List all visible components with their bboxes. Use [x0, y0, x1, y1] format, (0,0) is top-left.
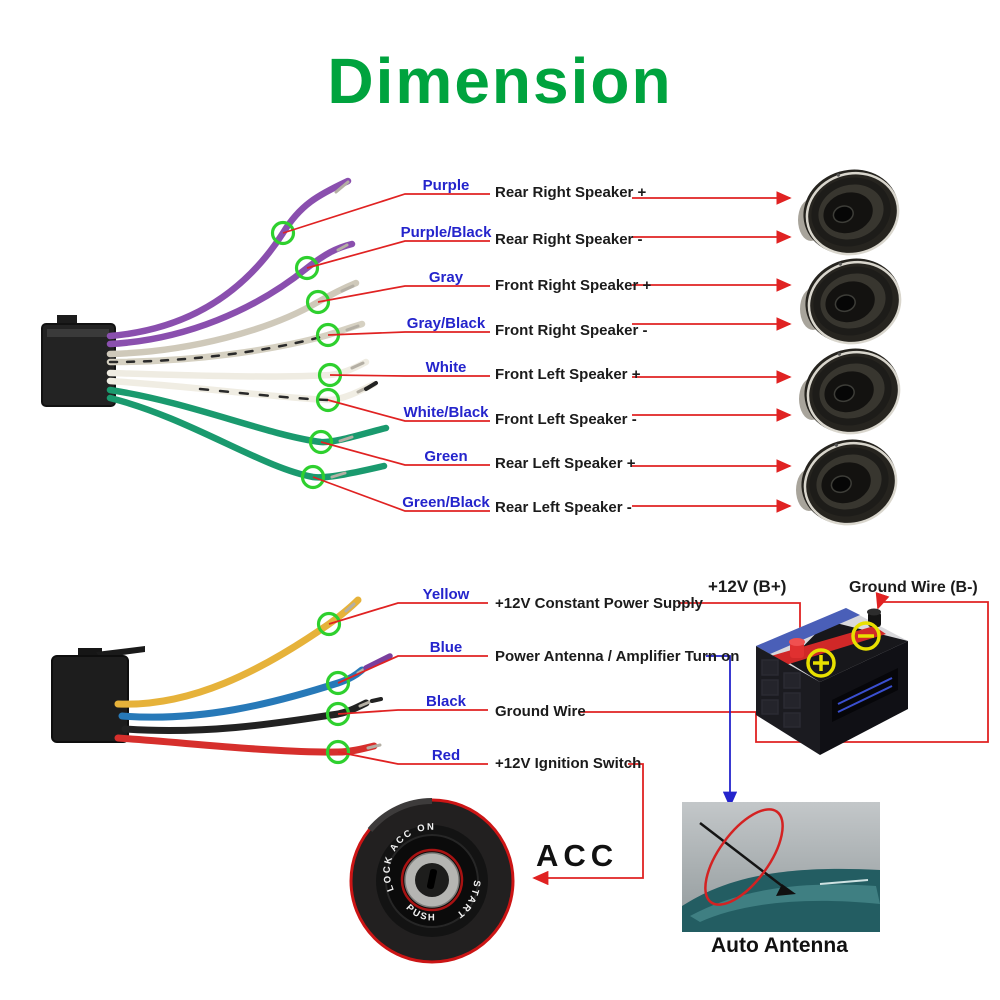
wire-color-label-gray-black: Gray/Black	[406, 315, 486, 332]
function-front-left-plus: Front Left Speaker +	[495, 366, 641, 383]
iso-connector-power	[51, 646, 145, 743]
wire-color-label-black: Black	[425, 693, 467, 710]
battery-polarity-marks	[806, 621, 881, 678]
speaker-front-right	[794, 246, 912, 356]
car-battery	[756, 608, 908, 755]
function-rear-right-minus: Rear Right Speaker -	[495, 231, 643, 248]
line-to-antenna	[706, 655, 738, 808]
wire-color-label-green-black: Green/Black	[402, 494, 490, 511]
function-ignition-switch: +12V Ignition Switch	[495, 755, 642, 772]
function-rear-right-plus: Rear Right Speaker +	[495, 184, 647, 201]
leader-lines-speakers	[282, 191, 792, 513]
antenna-photo	[682, 802, 880, 932]
function-power-antenna: Power Antenna / Amplifier Turn on	[495, 648, 740, 665]
speaker-front-left	[793, 336, 911, 446]
wire-color-label-gray: Gray	[428, 269, 464, 286]
speaker-rear-right	[792, 157, 910, 267]
function-front-right-minus: Front Right Speaker -	[495, 322, 648, 339]
antenna-mast	[699, 822, 791, 893]
acc-callout: ACC	[536, 838, 619, 873]
wire-color-label-purple: Purple	[422, 177, 470, 194]
battery-negative-label: Ground Wire (B-)	[849, 579, 978, 596]
antenna-caption: Auto Antenna	[711, 934, 848, 957]
function-front-left-minus: Front Left Speaker -	[495, 411, 637, 428]
speakers	[790, 157, 912, 537]
wire-color-label-red: Red	[431, 747, 461, 764]
page-title: Dimension	[327, 45, 673, 117]
wire-color-label-white: White	[425, 359, 467, 376]
function-constant-power: +12V Constant Power Supply	[495, 595, 703, 612]
line-to-ignition	[532, 763, 644, 886]
wire-color-label-yellow: Yellow	[422, 586, 470, 603]
battery-positive-terminal	[790, 642, 804, 658]
antenna-highlight-ellipse	[704, 808, 784, 906]
wire-color-label-green: Green	[424, 448, 468, 465]
wire-color-label-white-black: White/Black	[403, 404, 489, 421]
keyhole	[426, 868, 438, 890]
wire-color-label-blue: Blue	[429, 639, 463, 656]
iso-connector-speakers	[41, 315, 116, 407]
function-rear-left-minus: Rear Left Speaker -	[495, 499, 632, 516]
wire-color-label-purple-black: Purple/Black	[400, 224, 492, 241]
speaker-wires	[106, 177, 390, 481]
function-ground-wire: Ground Wire	[495, 703, 586, 720]
power-wires	[114, 596, 393, 756]
function-rear-left-plus: Rear Left Speaker +	[495, 455, 636, 472]
speaker-rear-left	[790, 427, 908, 537]
wire-tip-circles	[270, 220, 351, 765]
function-front-right-plus: Front Right Speaker +	[495, 277, 652, 294]
battery-positive-label: +12V (B+)	[708, 577, 787, 596]
ignition-switch: LOCK ACC ON START PUSH	[349, 797, 515, 964]
